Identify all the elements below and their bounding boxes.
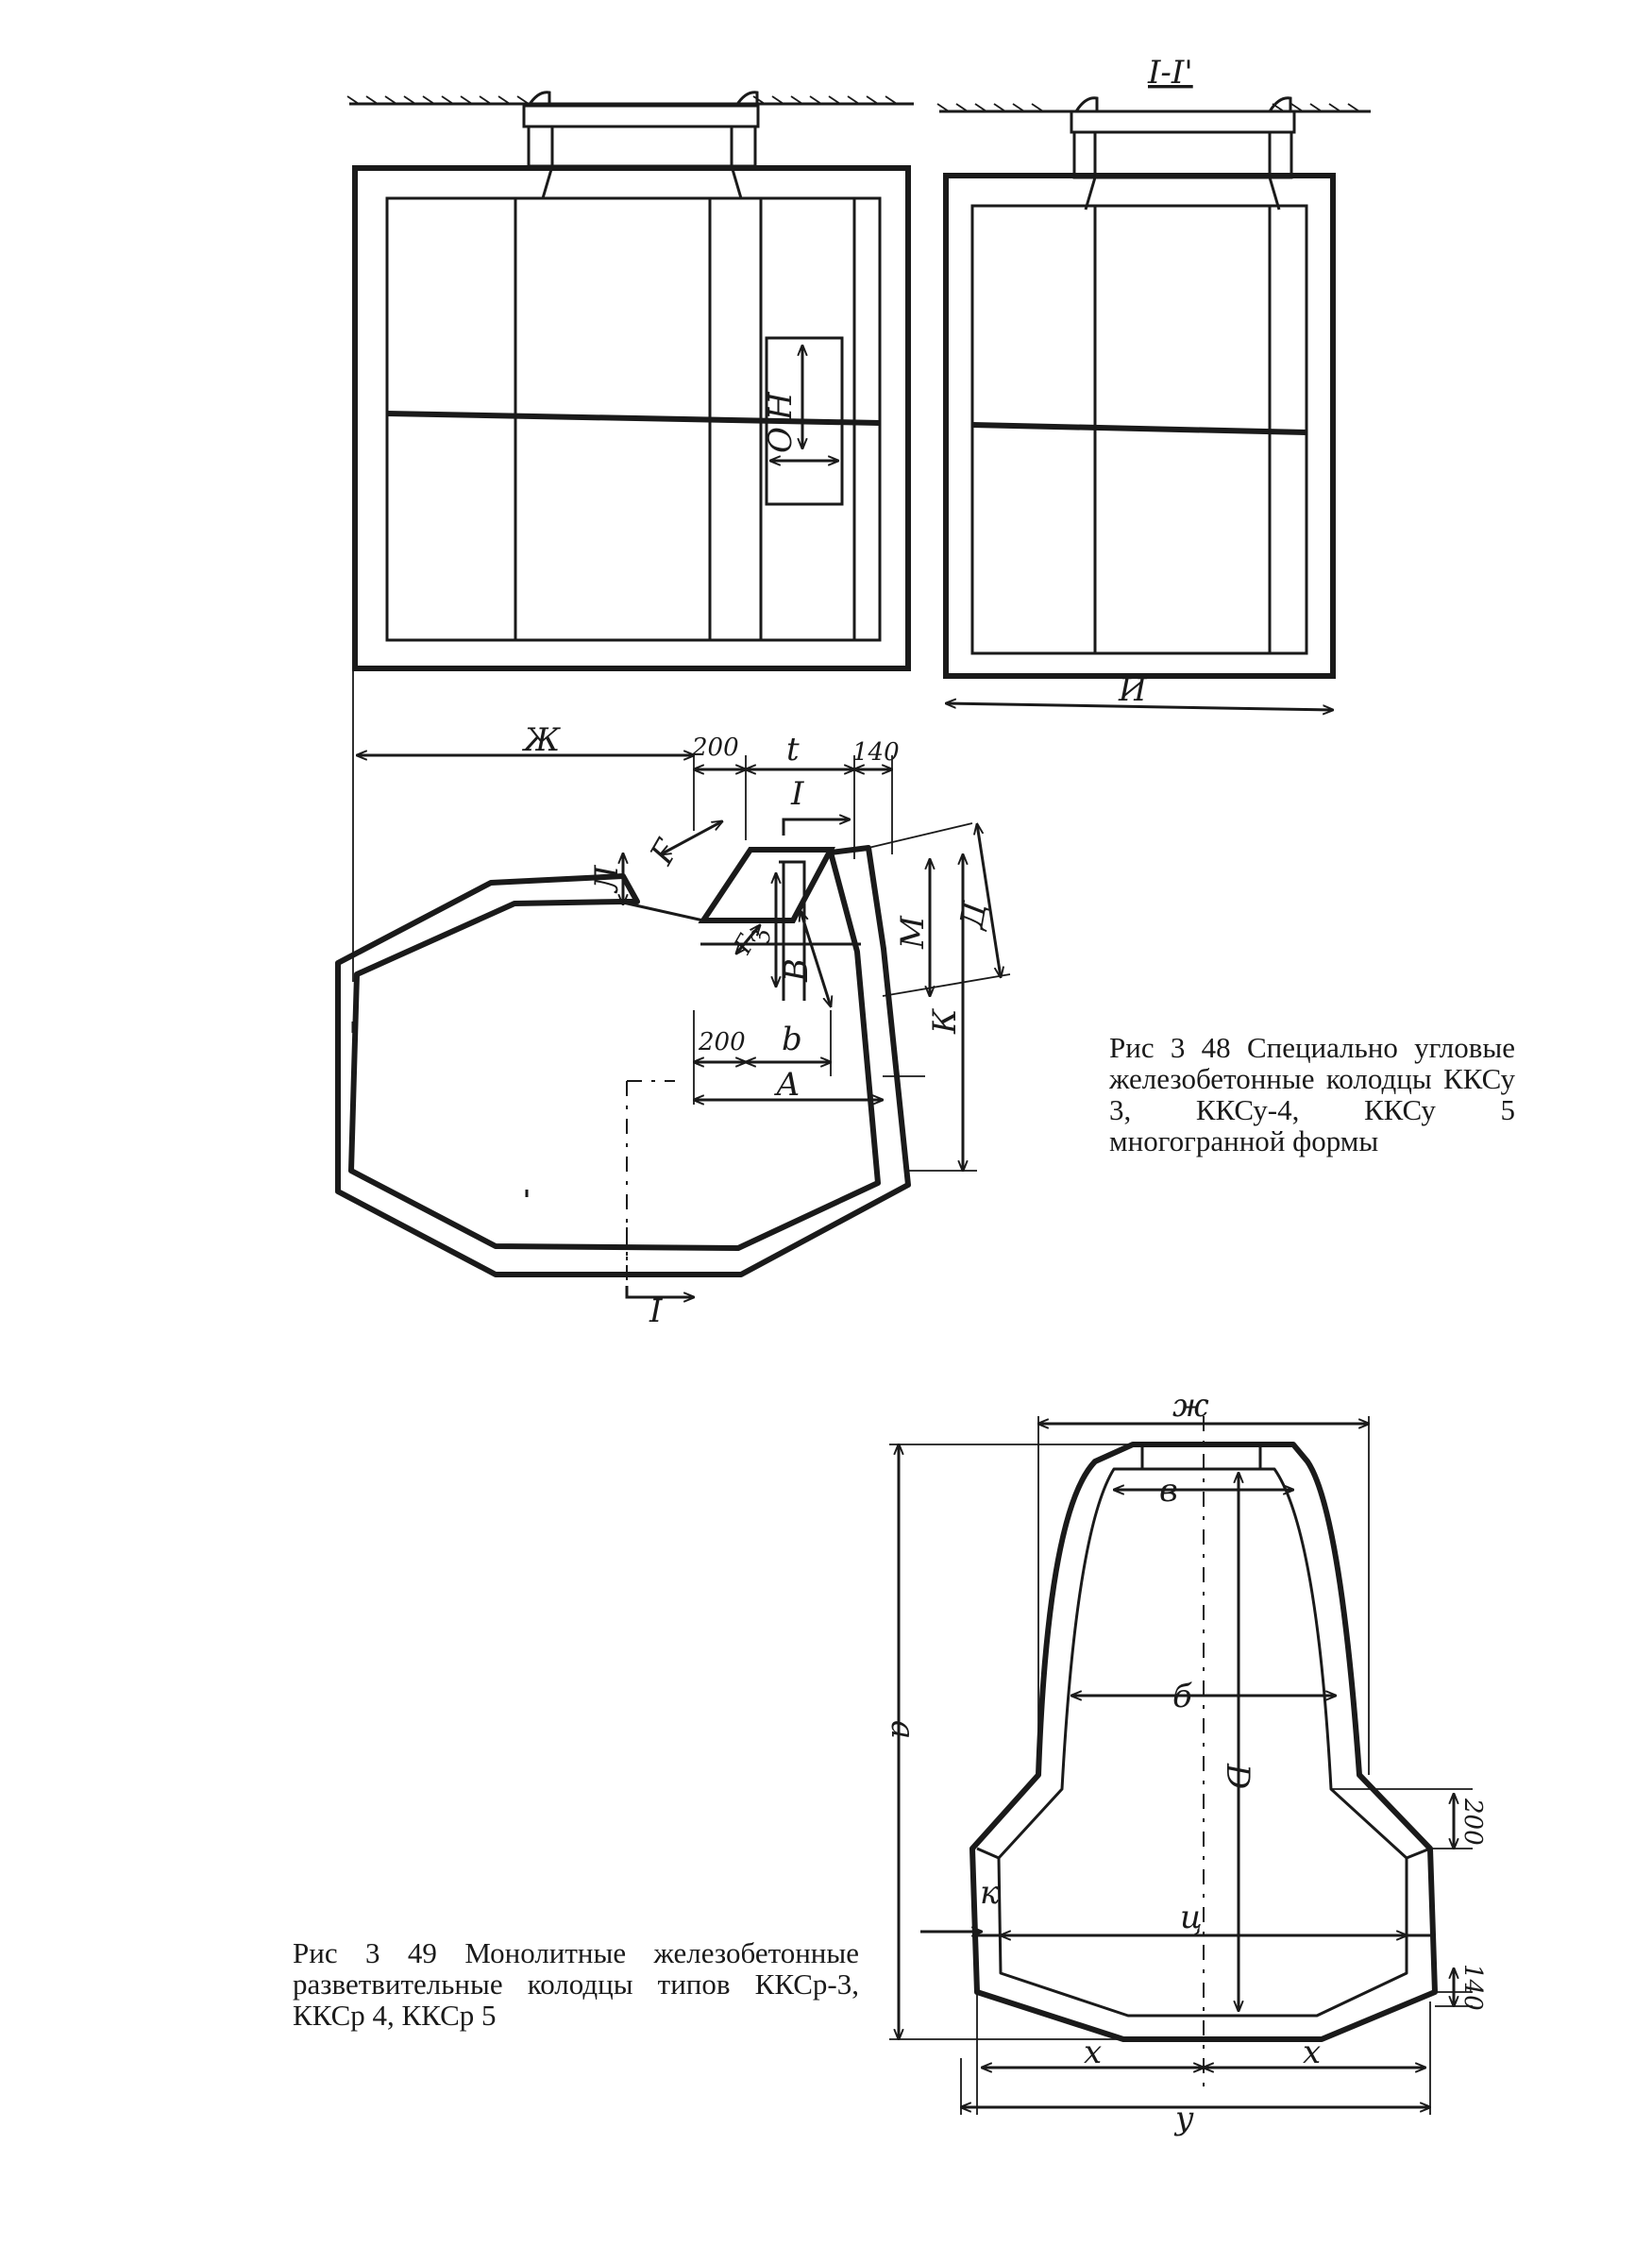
fig349-label-x-right: х [1303,2034,1321,2071]
fig349-label-200: 200 [1458,1798,1487,1846]
section-mark-bottom: I [649,1292,663,1330]
ground-line-left [346,95,914,106]
figure-348-drawing: Н О I-I' И [335,54,1371,1330]
dim-label-o: О [762,427,800,453]
right-well-neck [1070,96,1296,211]
figure-349-caption: Рис 3 49 Монолитные железобетонные разве… [293,1936,859,2032]
dim-label-200-bottom: 200 [698,1028,746,1056]
fig349-label-k: к [980,1874,1000,1912]
fig349-label-u: у [1173,2100,1194,2137]
dim-label-t: t [786,731,800,768]
left-well-neck [522,91,760,199]
left-well-elevation [352,165,911,671]
fig349-label-b: б [1172,1678,1192,1715]
fig349-label-140: 140 [1458,1964,1487,2011]
dim-label-z: З [748,929,776,944]
figure-349-drawing [889,1416,1473,2115]
section-label: I-I' [1147,54,1193,92]
dim-label-l: Л [588,864,626,894]
fig349-label-a: а [884,1720,921,1739]
fig349-label-zh: ж [1172,1387,1209,1425]
dim-label-n: Н [762,391,800,421]
dim-label-200-top: 200 [691,734,739,762]
fig349-label-d: D [1219,1763,1256,1789]
plan-view [335,668,911,1297]
figure-348-caption: Рис 3 48 Специально угловые железобетонн… [1109,1031,1515,1157]
right-well-elevation [943,173,1336,710]
dim-label-v: В [778,958,816,983]
section-mark-top: I [790,775,804,813]
dim-label-g: Г [643,833,687,872]
dim-label-k: К [926,1007,964,1035]
fig349-label-v: в [1159,1472,1178,1510]
dim-label-140: 140 [852,738,900,767]
dim-label-m: М [894,915,932,950]
dim-label-b: b [782,1021,802,1058]
fig349-label-x-left: х [1084,2034,1102,2071]
dim-label-zh: Ж [521,721,561,759]
dim-label-a: А [774,1066,801,1104]
plan-dimensions [357,755,1011,1171]
dim-label-i: И [1118,671,1148,709]
fig349-label-ts: ц [1180,1899,1203,1936]
